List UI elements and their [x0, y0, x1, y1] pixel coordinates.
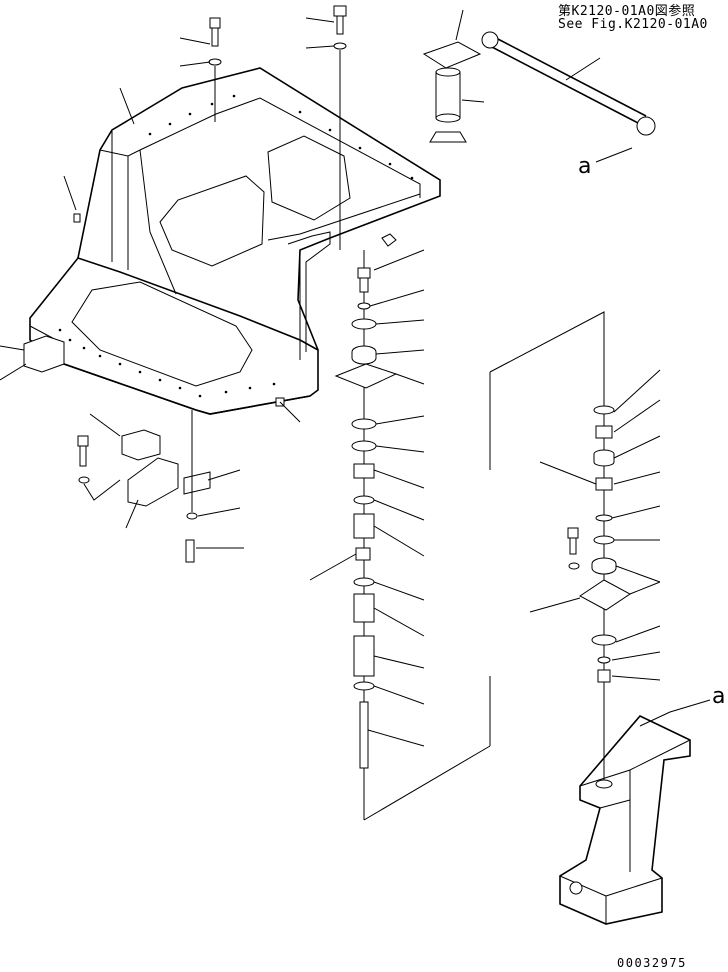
left-leaders [0, 17, 485, 549]
left-mounts [23, 335, 211, 563]
support-stand [559, 699, 711, 925]
main-frame [29, 67, 441, 415]
center-leaders [309, 249, 425, 747]
right-stack [489, 311, 661, 780]
center-stack [334, 250, 491, 821]
figure-reference-jp: 第K2120-01A0図参照 [558, 4, 696, 19]
view-label-a-top: a [578, 154, 592, 179]
drawing-number: 00032975 [617, 956, 687, 970]
figure-reference-en: See Fig.K2120-01A0 [558, 17, 708, 32]
view-label-a-bottom: a [712, 684, 726, 709]
rod-assembly [422, 9, 656, 163]
